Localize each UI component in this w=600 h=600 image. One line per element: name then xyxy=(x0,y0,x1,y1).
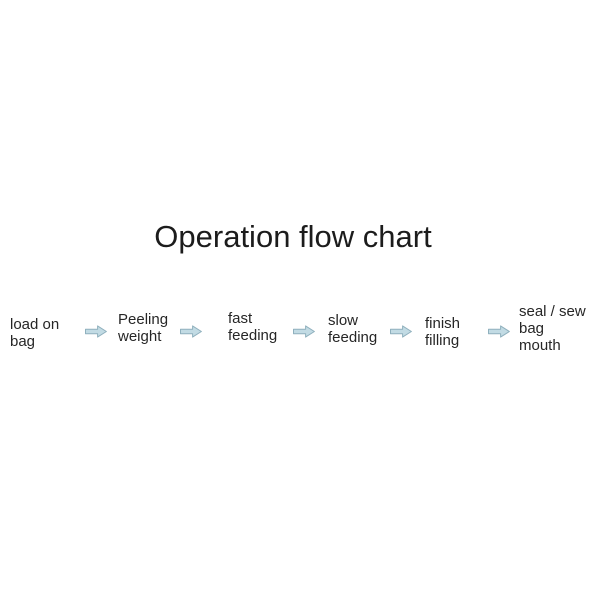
step-label-line: bag xyxy=(10,333,36,350)
flow-step-load-on-bag: load on bag xyxy=(10,316,59,350)
flow-step-fast-feeding: fast feeding xyxy=(228,310,277,344)
flow-step-finish-filling: finish filling xyxy=(425,315,460,349)
chart-title: Operation flow chart xyxy=(154,219,432,254)
step-label-line: seal / sew xyxy=(519,303,586,320)
flow-step-seal-sew-bag-mouth: seal / sew bag mouth xyxy=(519,303,586,354)
flow-step-peeling-weight: Peeling weight xyxy=(118,311,168,345)
step-label-line: finish xyxy=(425,315,461,332)
flow-arrow-icon xyxy=(85,325,107,338)
step-label-line: mouth xyxy=(519,337,561,354)
step-label-line: bag xyxy=(519,320,545,337)
step-label-line: feeding xyxy=(228,327,278,344)
flow-arrow-icon xyxy=(390,325,412,338)
step-label-line: feeding xyxy=(328,329,378,346)
flow-step-slow-feeding: slow feeding xyxy=(328,312,377,346)
step-label-line: fast xyxy=(228,310,253,327)
step-label-line: weight xyxy=(118,328,162,345)
step-label-line: Peeling xyxy=(118,311,169,328)
flow-arrow-icon xyxy=(488,325,510,338)
step-label-line: slow xyxy=(328,312,359,329)
flow-arrow-icon xyxy=(180,325,202,338)
step-label-line: load on xyxy=(10,316,60,333)
flow-arrow-icon xyxy=(293,325,315,338)
step-label-line: filling xyxy=(425,332,460,349)
